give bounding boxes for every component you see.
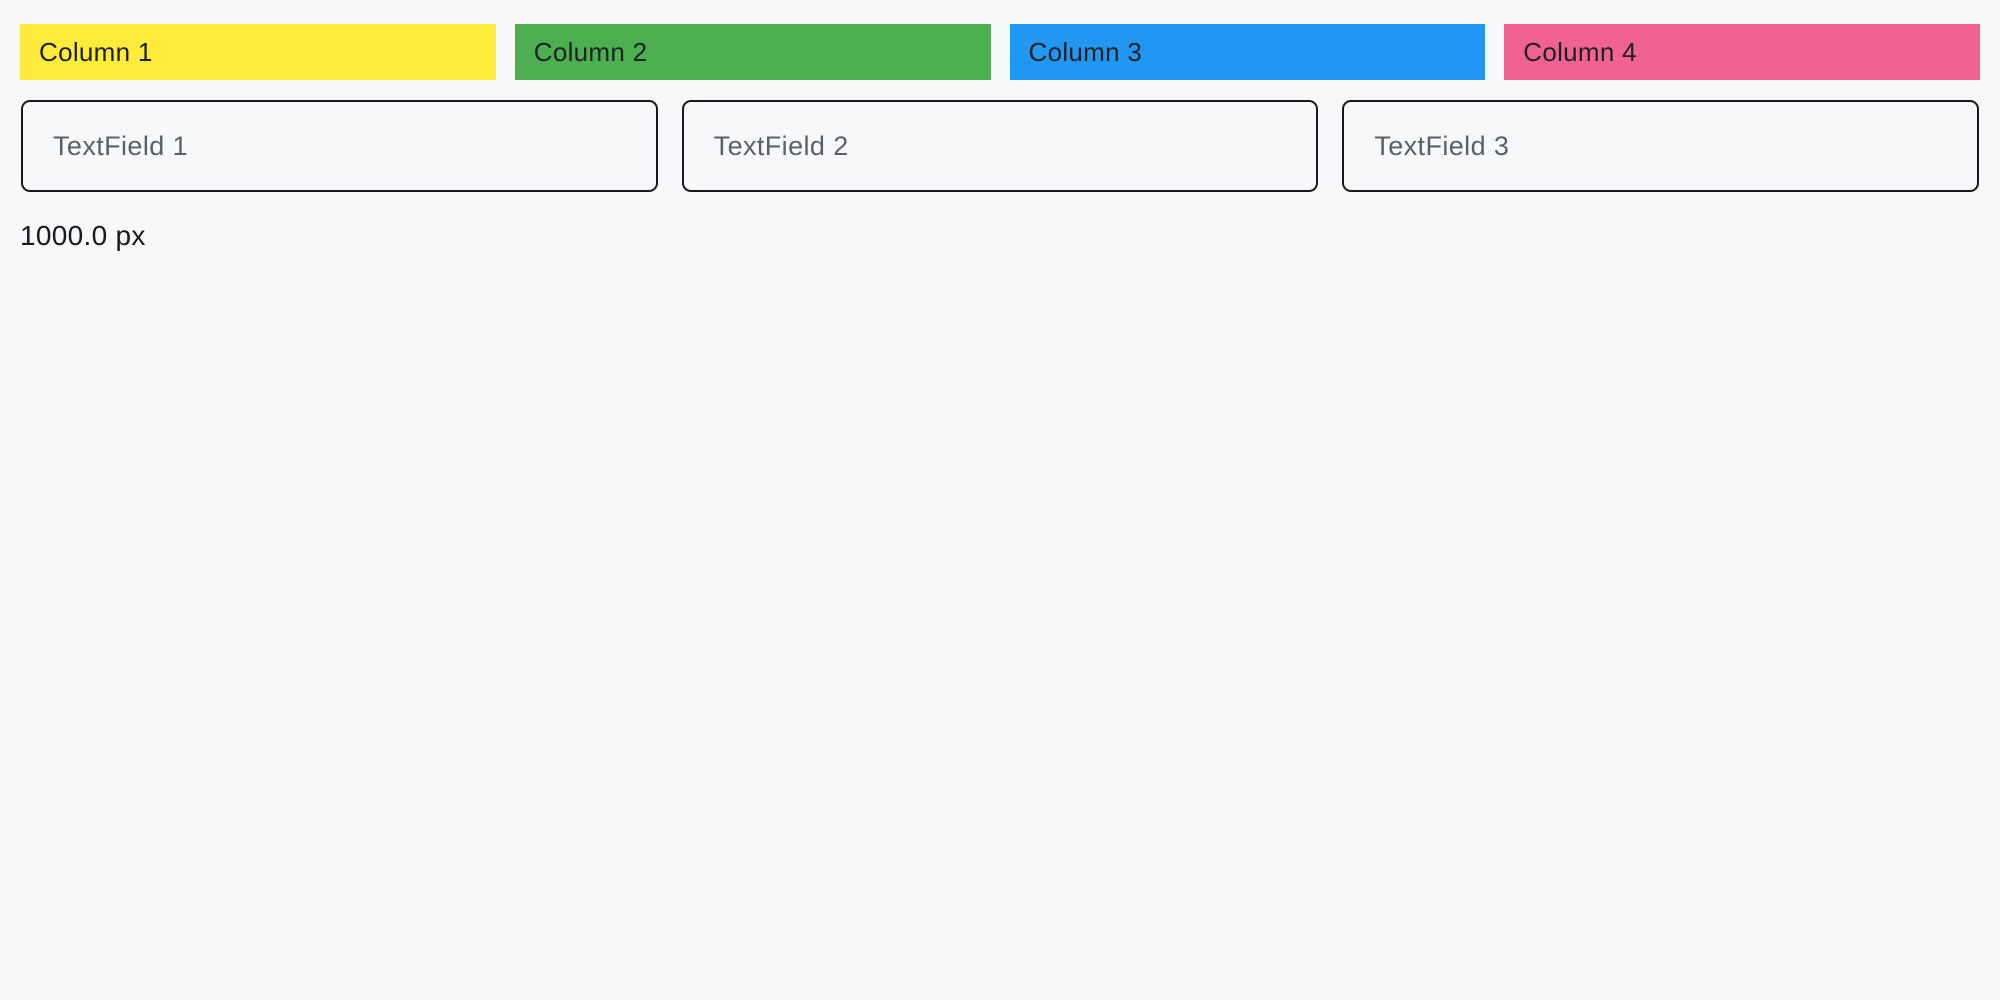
column-chip-2: Column 2 [514,24,991,80]
textfield-3[interactable] [1342,100,1980,192]
column-chip-4: Column 4 [1504,24,1980,80]
textfield-2[interactable] [681,100,1319,192]
columns-row: Column 1 Column 2 Column 3 Column 4 [20,24,1980,80]
column-chip-1: Column 1 [20,24,496,80]
page-width-label: 1000.0 px [20,220,146,251]
textfield-1[interactable] [21,100,658,192]
textfields-row [21,100,1980,192]
column-chip-3: Column 3 [1009,24,1486,80]
